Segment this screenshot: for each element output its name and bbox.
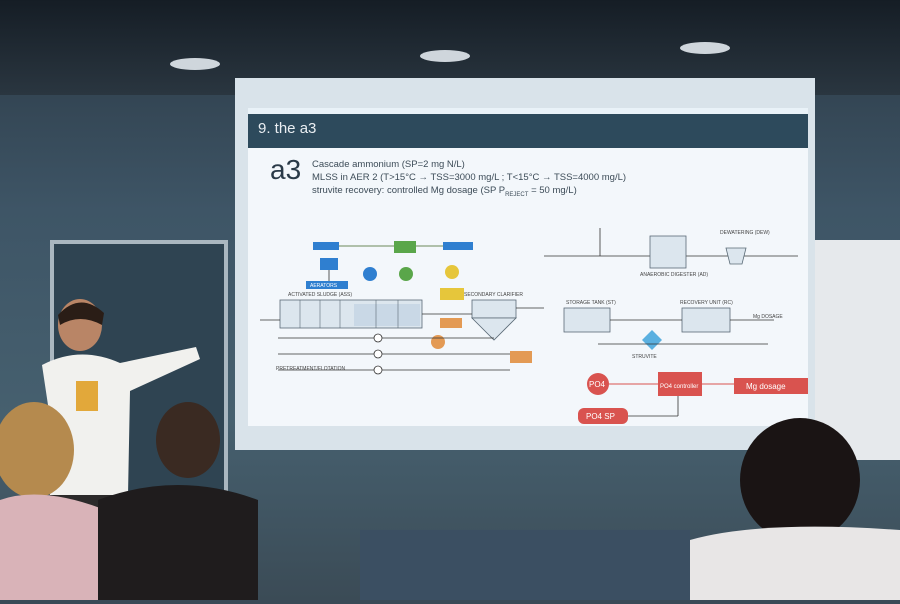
recovery-unit-label: RECOVERY UNIT (RC) xyxy=(680,300,733,306)
blue-sensor xyxy=(363,267,377,281)
blue-control-box xyxy=(313,242,339,250)
pump-icon xyxy=(373,333,383,343)
bullet-2: MLSS in AER 2 (T>15°C → TSS=3000 mg/L ; … xyxy=(312,172,627,183)
orange-sensor xyxy=(431,335,445,349)
secondary-clarifier-label: SECONDARY CLARIFIER xyxy=(464,292,523,298)
orange-control-box xyxy=(440,318,462,328)
pump-icon xyxy=(373,349,383,359)
aeration-zone xyxy=(354,304,420,326)
storage-tank-label: STORAGE TANK (ST) xyxy=(566,300,616,306)
pump-icon xyxy=(373,365,383,375)
aerators-box xyxy=(306,281,348,289)
orange-control-box xyxy=(510,351,532,363)
bullet-1: Cascade ammonium (SP=2 mg N/L) xyxy=(312,159,465,170)
bullet-3-tail: = 50 mg/L) xyxy=(528,185,577,196)
green-control-box xyxy=(394,241,416,253)
slide-bullets: Cascade ammonium (SP=2 mg N/L) MLSS in A… xyxy=(312,158,626,202)
slide-section-title: 9. the a3 xyxy=(258,120,317,137)
anaerobic-digester xyxy=(649,235,687,269)
slide-header-bar xyxy=(248,108,808,114)
struvite-crystal xyxy=(642,330,662,350)
mg-dosage-box xyxy=(734,378,808,394)
yellow-sensor xyxy=(445,265,459,279)
bullet-3: struvite recovery: controlled Mg dosage … xyxy=(312,184,626,202)
ceiling-light xyxy=(420,50,470,62)
recovery-unit xyxy=(681,307,731,333)
po4-controller-box xyxy=(658,372,702,396)
blue-control-box xyxy=(320,258,338,270)
dewatering-label: DEWATERING (DEW) xyxy=(720,230,770,236)
whiteboard xyxy=(815,240,900,460)
process-diagram: AERATORS ACTIVATED SLUDGE (ASS) SECONDAR… xyxy=(260,228,808,424)
ceiling-light xyxy=(680,42,730,54)
mg-dosage-label: Mg dosage xyxy=(746,382,786,391)
audience-head-blonde xyxy=(0,402,110,600)
audience-member xyxy=(88,400,263,600)
po4-sp-box xyxy=(578,408,628,424)
desk xyxy=(360,530,690,600)
storage-tank xyxy=(563,307,611,333)
secondary-clarifier xyxy=(471,299,517,319)
po4-controller-label: PO4 controller xyxy=(660,384,698,390)
mg-dosage-small-label: Mg DOSAGE xyxy=(753,314,783,320)
struvite-label: STRUVITE xyxy=(632,354,657,360)
slide-big-label: a3 xyxy=(270,154,302,185)
bullet-3-subscript: REJECT xyxy=(505,191,529,198)
audience-member xyxy=(690,410,900,600)
green-sensor xyxy=(399,267,413,281)
blue-control-box xyxy=(443,242,473,250)
pretreatment-label: PRETREATMENT/FLOTATION xyxy=(276,366,346,372)
po4-sensor xyxy=(587,373,609,395)
yellow-control-box xyxy=(440,288,464,300)
audience-head-dark xyxy=(98,402,258,600)
anaerobic-digester-label: ANAEROBIC DIGESTER (AD) xyxy=(640,272,708,278)
aerators-label: AERATORS xyxy=(310,283,338,289)
clarifier-cone xyxy=(471,317,517,341)
audience-head-right xyxy=(690,418,900,600)
audience-member xyxy=(0,390,110,600)
po4-sp-label: PO4 SP xyxy=(586,412,615,421)
dewatering-unit xyxy=(725,247,747,265)
ceiling-light xyxy=(170,58,220,70)
bullet-3-main: struvite recovery: controlled Mg dosage … xyxy=(312,185,506,196)
po4-sensor-label: PO4 xyxy=(589,380,606,389)
slide-header: 9. the a3 xyxy=(248,108,808,148)
activated-sludge-label: ACTIVATED SLUDGE (ASS) xyxy=(288,292,352,298)
presentation-slide: 9. the a3 a3 Cascade ammonium (SP=2 mg N… xyxy=(248,108,808,426)
